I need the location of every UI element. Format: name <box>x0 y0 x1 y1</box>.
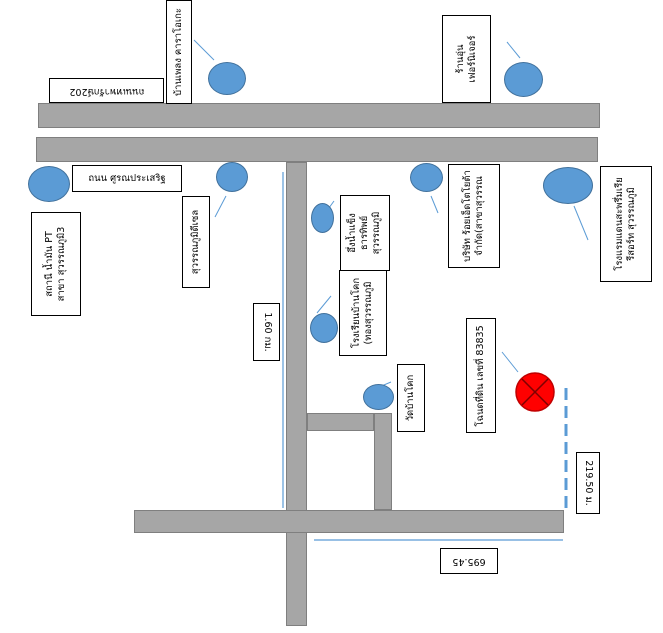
dist-160-text: 1.60 กม. <box>261 312 273 352</box>
arrow-ban-oun <box>506 41 521 59</box>
temple-text: วัดบ้านโคก <box>405 374 416 422</box>
pt-line1: สถานี น้ำมัน PT <box>44 231 55 297</box>
road-top <box>38 103 600 128</box>
marker-company[interactable] <box>410 163 443 192</box>
arrow-ban-phleng <box>193 39 215 61</box>
label-hotel: โรงแรมแดนสะพรึ่มเรีย รีสอร์ท สุวรรณภูมิ <box>600 166 652 282</box>
label-dist-160: 1.60 กม. <box>253 303 280 361</box>
dist-219-text: 219.50 ม. <box>583 460 594 506</box>
label-diesel: สุวรรณภูมิดีเซล <box>182 196 210 288</box>
ban-oun-line1: ร้านอุ่น <box>454 44 466 74</box>
label-school: โรงเรียนบ้านโคก (ทองสุวรรณภูมิ <box>339 270 387 356</box>
hotel-line1: โรงแรมแดนสะพรึ่มเรีย <box>614 177 625 271</box>
namkaeng-line3: สุวรรณภูมิ <box>371 211 382 255</box>
school-line1: โรงเรียนบ้านโคก <box>351 277 362 349</box>
company-line2: จำกัด(สาขาสุวรรณ <box>474 176 485 256</box>
road-vertical-main <box>286 162 307 626</box>
marker-hotel[interactable] <box>543 167 593 204</box>
label-plot: โฉนดที่ดิน เลขที่ 83835 <box>466 318 496 433</box>
label-road-top: ถนนเทพารักษ์202 <box>49 78 164 103</box>
marker-namkaeng[interactable] <box>311 203 334 233</box>
namkaeng-line1: อึ่งน้ำแข็ง <box>347 213 358 253</box>
arrow-plot <box>501 351 519 373</box>
road-branch-vertical <box>374 413 392 510</box>
label-temple: วัดบ้านโคก <box>397 364 425 432</box>
label-ban-phleng: บ้านเพลง คาราโอเกะ <box>166 0 192 104</box>
road-branch-horizontal <box>307 413 374 431</box>
hotel-line2: รีสอร์ท สุวรรณภูมิ <box>626 187 637 261</box>
arrow-hotel <box>573 205 589 241</box>
marker-pt-station[interactable] <box>28 166 70 202</box>
road-top-text: ถนนเทพารักษ์202 <box>68 85 145 97</box>
company-line1: บริษัท ร้อยเอ็ดโตโยต้า <box>462 170 473 262</box>
arrow-school <box>316 295 332 314</box>
label-dist-695: 695.45 <box>440 548 498 574</box>
marker-ban-oun[interactable] <box>504 62 543 97</box>
dist-695-text: 695.45 <box>452 556 486 567</box>
plot-text: โฉนดที่ดิน เลขที่ 83835 <box>475 324 486 427</box>
label-namkaeng: อึ่งน้ำแข็ง ธารทิพย์ สุวรรณภูมิ <box>340 195 390 271</box>
marker-school[interactable] <box>310 313 338 343</box>
arrow-diesel <box>214 195 227 218</box>
pt-line2: สาขา สุวรรณภูมิ3 <box>56 226 67 302</box>
label-pt-station: สถานี น้ำมัน PT สาขา สุวรรณภูมิ3 <box>31 212 81 316</box>
label-ban-oun: ร้านอุ่น เฟอร์นิเจอร์ <box>442 15 491 103</box>
namkaeng-line2: ธารทิพย์ <box>359 215 370 251</box>
arrow-company <box>430 195 439 214</box>
road-main <box>36 137 598 162</box>
marker-diesel[interactable] <box>216 162 248 192</box>
ban-oun-line2: เฟอร์นิเจอร์ <box>466 35 478 83</box>
label-company: บริษัท ร้อยเอ็ดโตโยต้า จำกัด(สาขาสุวรรณ <box>448 164 500 268</box>
ban-phleng-text: บ้านเพลง คาราโอเกะ <box>173 8 184 96</box>
marker-ban-phleng[interactable] <box>208 62 246 95</box>
road-lower-horizontal <box>134 510 564 533</box>
road-main-text: ถนน ศูรณประเสริฐ <box>88 172 166 184</box>
school-line2: (ทองสุวรรณภูมิ <box>363 281 374 345</box>
label-road-main: ถนน ศูรณประเสริฐ <box>72 165 182 192</box>
label-dist-219: 219.50 ม. <box>576 452 600 514</box>
diesel-text: สุวรรณภูมิดีเซล <box>190 209 201 275</box>
marker-temple[interactable] <box>363 384 394 410</box>
